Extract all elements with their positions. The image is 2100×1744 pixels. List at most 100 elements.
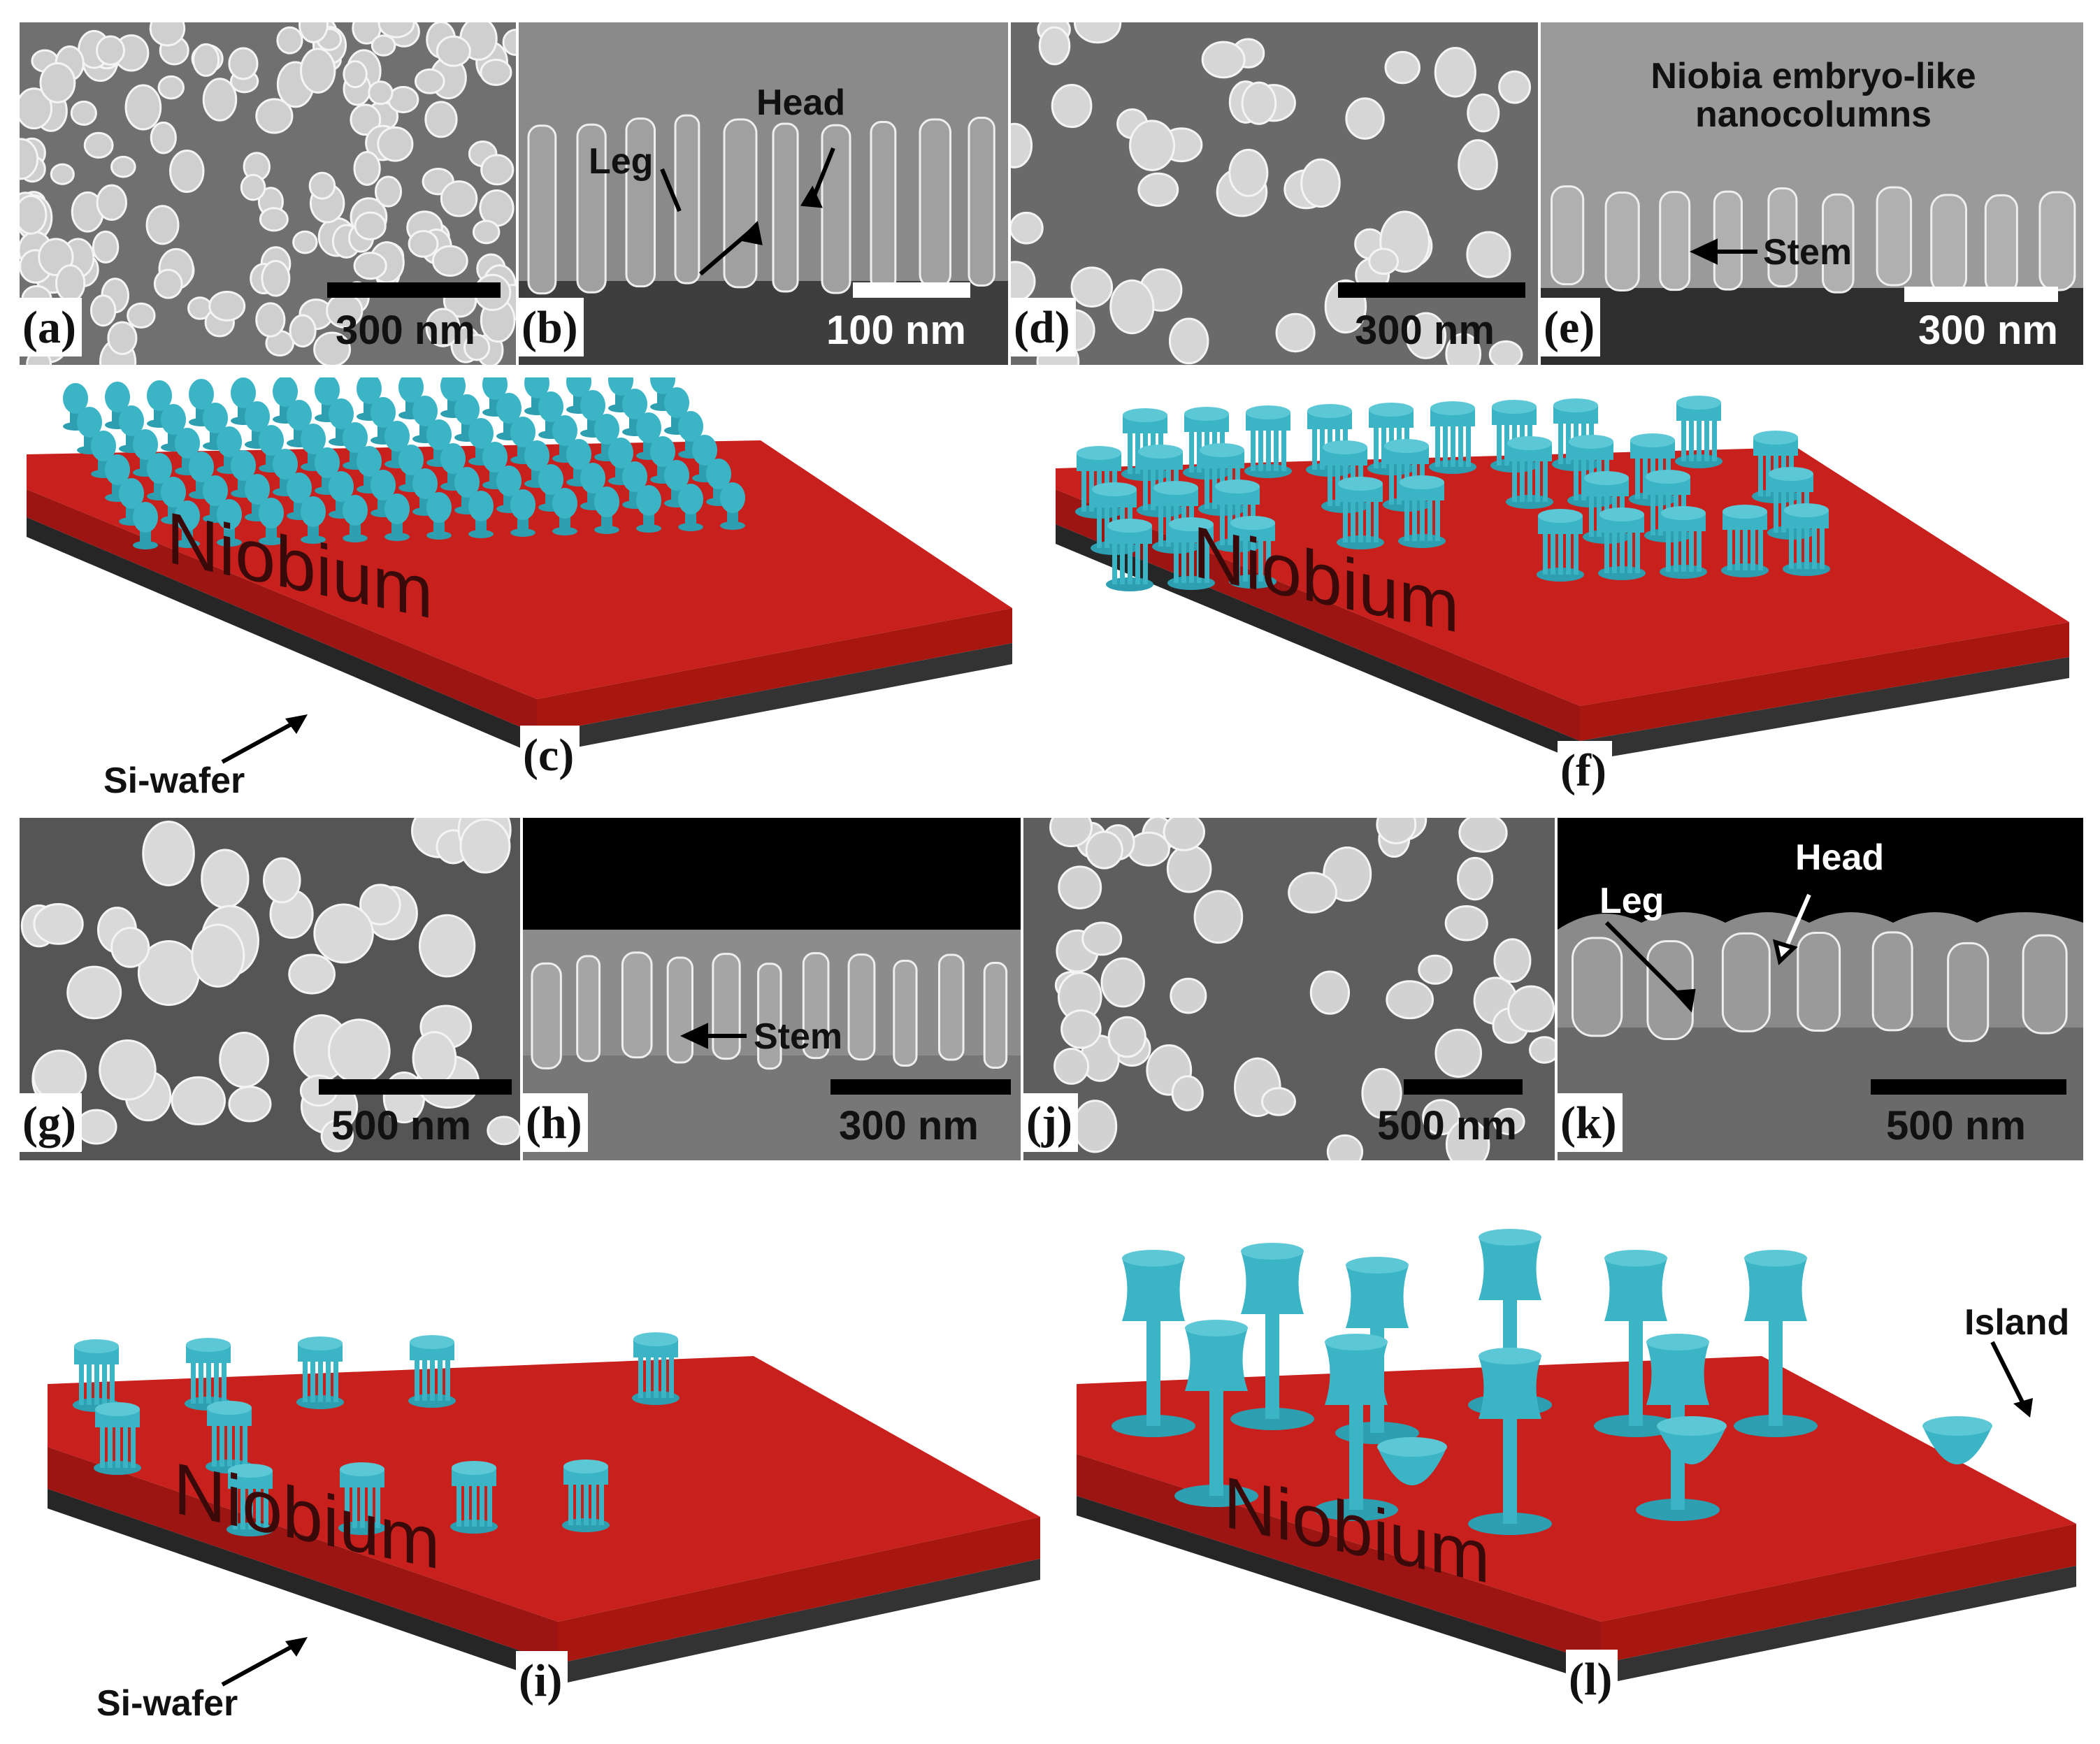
sem-particle [157, 75, 185, 100]
sem-particle [39, 62, 76, 103]
cross-section-column [893, 959, 918, 1067]
sem-particle [255, 302, 286, 338]
sem-particle [459, 818, 511, 874]
cross-section-column [757, 963, 782, 1070]
sem-particle [208, 290, 246, 322]
sem-particle [480, 58, 512, 87]
cross-section-column [2038, 191, 2076, 291]
scale-label-d: 300 nm [1355, 308, 1495, 353]
sem-particle [1493, 938, 1532, 983]
sem-particle [354, 211, 387, 240]
sem-particle [377, 22, 415, 38]
cross-section-column [527, 124, 557, 295]
panel-label-i: (i) [516, 1651, 568, 1710]
sem-particle [313, 903, 374, 964]
sem-particle [1060, 1009, 1102, 1049]
nanocolumn [301, 496, 326, 544]
sem-particle [1458, 818, 1508, 853]
cross-section-column [821, 124, 851, 294]
sem-particle [1171, 1075, 1204, 1111]
sem-particle [289, 314, 317, 348]
sem-particle [288, 953, 336, 995]
sem-particle [1275, 312, 1316, 353]
scale-bar-b [853, 282, 970, 298]
nanocolumn [343, 495, 368, 542]
panel-label-b: (b) [519, 298, 584, 356]
sem-particle [1100, 957, 1145, 1008]
sem-particle [1070, 266, 1114, 308]
sem-particle [1376, 818, 1417, 844]
cross-section-column [531, 962, 562, 1069]
sem-particle [1051, 83, 1093, 129]
sem-particle [440, 180, 478, 217]
sem-particle [1467, 93, 1500, 133]
sem-particle [1384, 50, 1421, 85]
cross-section-column [1604, 191, 1640, 291]
sem-image-d [1011, 22, 1538, 365]
nanocolumn [217, 499, 242, 547]
sem-particle [353, 252, 387, 280]
sem-particle [1170, 977, 1207, 1014]
sem-particle [1529, 1036, 1555, 1064]
sem-particle [75, 1109, 117, 1145]
arrow-si-wafer-c [221, 714, 308, 764]
sem-particle [191, 923, 245, 988]
sem-panel-a: 300 nm (a) [20, 22, 516, 365]
cross-section-column [576, 123, 607, 294]
scale-bar-k [1871, 1079, 2066, 1095]
nanocolumn [510, 489, 535, 537]
sem-particle [1445, 333, 1482, 365]
nanocolumn [185, 1338, 232, 1411]
nanocolumn [450, 1461, 498, 1534]
sem-particle [1260, 1087, 1296, 1116]
scale-label-e: 300 nm [1918, 308, 2058, 353]
panel-label-e: (e) [1541, 298, 1601, 356]
sem-particle [1053, 1048, 1090, 1085]
sem-particle [436, 35, 471, 67]
nanocolumn [408, 1335, 456, 1408]
sem-particle [1444, 905, 1488, 942]
sem-particle [320, 1119, 354, 1153]
nanocolumn [1314, 1334, 1398, 1521]
cross-section-column [576, 955, 601, 1062]
cross-section-column [1930, 194, 1968, 294]
sem-particle [55, 264, 86, 303]
nanocolumn [412, 396, 438, 443]
nanocolumn [594, 487, 619, 534]
scale-label-j: 500 nm [1377, 1103, 1517, 1148]
cross-section-column [1659, 191, 1691, 291]
annotation-leg-k: Leg [1599, 881, 1664, 921]
nanocolumn [1752, 431, 1799, 503]
sem-particle [1418, 954, 1453, 985]
cross-section-column [1551, 185, 1585, 286]
sem-particle [142, 821, 195, 886]
sem-particle [1300, 158, 1341, 208]
sem-particle [425, 308, 461, 347]
cross-section-column [723, 118, 758, 289]
sem-particle [353, 151, 381, 186]
cross-section-column [666, 956, 693, 1064]
sem-particle [255, 98, 294, 134]
sem-particle [50, 163, 75, 185]
nanocolumn [231, 450, 256, 498]
scale-bar-g [319, 1079, 512, 1095]
sem-particle [1241, 81, 1277, 125]
sem-particle [1434, 47, 1476, 98]
sem-particle [66, 965, 122, 1020]
island-label-l: Island [1964, 1302, 2070, 1343]
si-wafer-label-c: Si-wafer [103, 761, 245, 801]
sem-particle [1011, 122, 1033, 168]
cross-section-column [802, 952, 830, 1060]
schematic-c [27, 377, 1012, 755]
cross-section-column [1797, 931, 1841, 1032]
nanocolumn [1106, 519, 1153, 591]
nanocolumn [1734, 1250, 1818, 1437]
cross-section-column [625, 117, 656, 288]
sem-particle [1361, 1067, 1402, 1119]
cross-section-column [621, 951, 653, 1059]
nanocolumn [468, 418, 494, 466]
nanocolumn [133, 502, 158, 549]
sem-particle [1193, 890, 1244, 944]
sem-particle [1049, 818, 1093, 848]
sem-particle [83, 131, 114, 159]
